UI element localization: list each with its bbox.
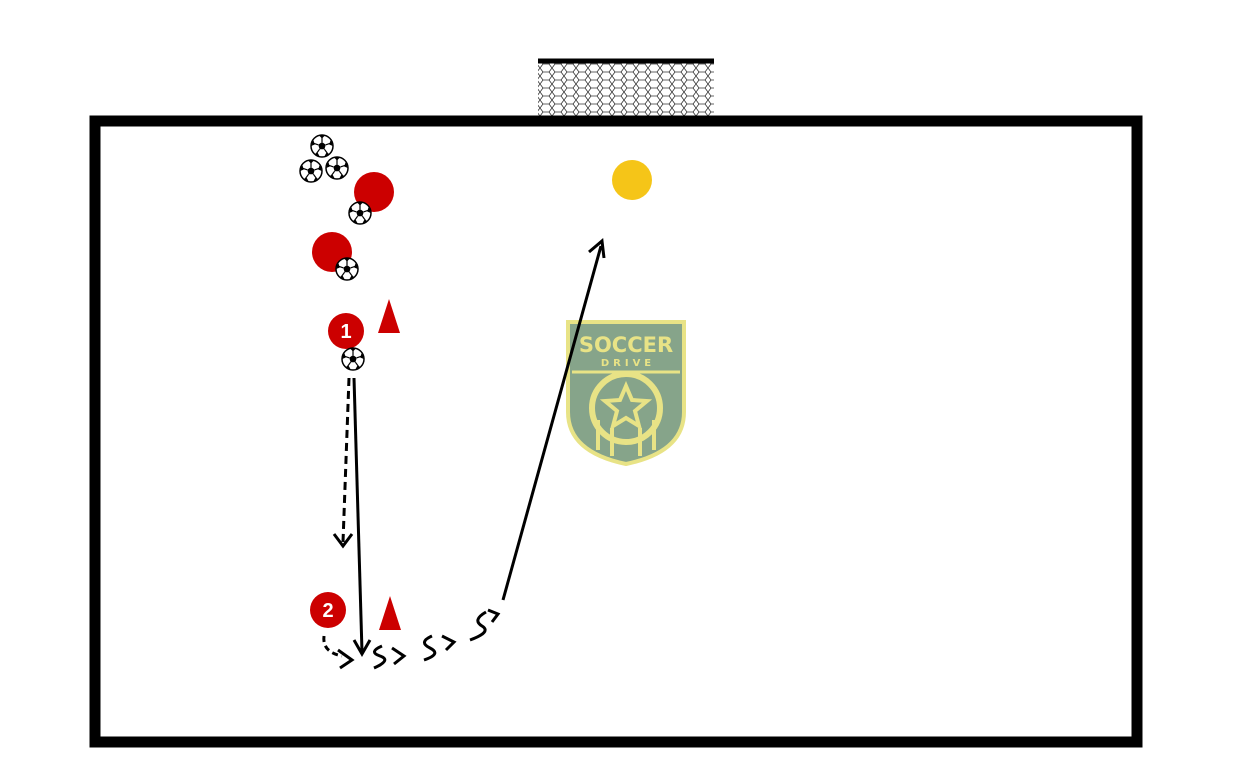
cone-icon (379, 596, 401, 630)
soccer-ball-icon (299, 159, 323, 183)
cone-icon (378, 299, 400, 333)
player-2-label: 2 (322, 600, 333, 622)
soccer-ball-icon (310, 134, 334, 158)
ball-pile (299, 134, 349, 183)
logo-bottom-text: DRIVE (601, 358, 655, 369)
logo-watermark: SOCCER DRIVE (566, 320, 686, 467)
soccer-ball-icon (348, 201, 372, 225)
soccer-ball-icon (335, 257, 359, 281)
shot-arrow (501, 238, 606, 601)
receive-run (322, 635, 343, 658)
target-player (612, 160, 652, 200)
player-1: 1 (328, 313, 364, 349)
dribble-path (373, 608, 501, 670)
soccer-ball-icon (325, 156, 349, 180)
player-2: 2 (310, 592, 346, 628)
goal-net-icon (538, 58, 714, 118)
player-1-label: 1 (340, 321, 351, 343)
field-boundary (89, 115, 1143, 748)
receive-run-arrowhead (337, 648, 355, 670)
player-run-arrow (332, 377, 354, 549)
logo-top-text: SOCCER (579, 333, 673, 357)
pass-arrow (352, 377, 372, 658)
soccer-ball-icon (341, 347, 365, 371)
